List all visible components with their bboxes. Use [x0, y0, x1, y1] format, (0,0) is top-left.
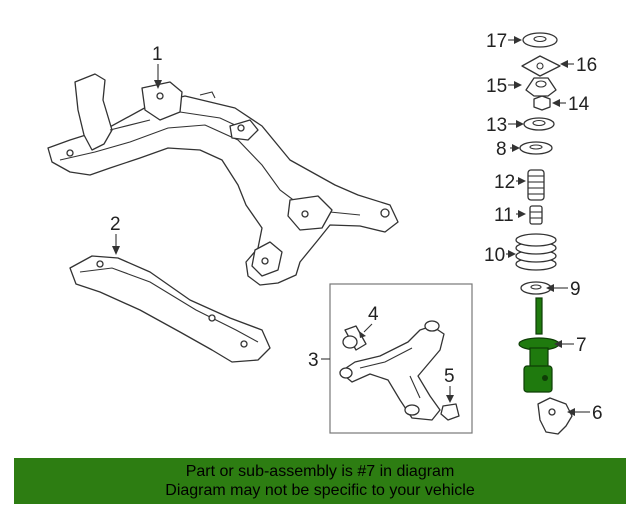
bushing[interactable]: [342, 325, 367, 351]
upper-mount[interactable]: [525, 77, 557, 97]
part-info-banner: Part or sub-assembly is #7 in diagram Di…: [14, 458, 626, 504]
callout-17-label: 17: [486, 31, 507, 52]
subframe-crossmember[interactable]: [47, 73, 399, 286]
coil-spring[interactable]: [515, 233, 557, 271]
callout-11-label: 11: [494, 205, 514, 226]
callout-5: 5: [444, 366, 455, 403]
callout-12-label: 12: [494, 172, 515, 193]
callout-10: 10: [484, 245, 516, 266]
callout-14: 14: [552, 94, 590, 115]
callout-14-label: 14: [568, 94, 590, 115]
callout-15: 15: [486, 76, 522, 97]
callout-12: 12: [494, 172, 526, 193]
lower-bracket-plate[interactable]: [69, 255, 271, 363]
strut-nut[interactable]: [533, 95, 551, 111]
callout-4-label: 4: [368, 304, 379, 325]
callout-11: 11: [494, 205, 526, 226]
callout-8: 8: [496, 139, 520, 160]
callout-1: 1: [152, 44, 163, 89]
upper-spring-seat[interactable]: [519, 141, 553, 155]
callout-3-label: 3: [308, 350, 319, 371]
callout-16: 16: [560, 55, 597, 76]
callout-13-label: 13: [486, 115, 507, 136]
callout-9-label: 9: [570, 279, 581, 300]
callout-5-label: 5: [444, 366, 455, 387]
banner-line-1: Part or sub-assembly is #7 in diagram: [185, 463, 455, 480]
callout-10-label: 10: [484, 245, 505, 266]
nut[interactable]: [440, 403, 460, 421]
callout-7: 7: [554, 335, 587, 356]
callout-9: 9: [546, 279, 581, 300]
parts-diagram: 1 2 3 4 5: [47, 31, 603, 435]
callout-8-label: 8: [496, 139, 507, 160]
callout-1-label: 1: [152, 44, 163, 65]
banner-line-2: Diagram may not be specific to your vehi…: [165, 482, 475, 499]
callout-3: 3: [308, 350, 330, 371]
control-arm[interactable]: [339, 320, 445, 421]
strut-assembly[interactable]: [518, 297, 560, 393]
mount-plate[interactable]: [521, 55, 561, 77]
callout-6-label: 6: [592, 403, 603, 424]
top-cap[interactable]: [522, 32, 558, 48]
callout-17: 17: [486, 31, 522, 52]
callout-6: 6: [567, 403, 603, 424]
callout-2: 2: [110, 214, 121, 255]
callout-13: 13: [486, 115, 524, 136]
callout-2-label: 2: [110, 214, 121, 235]
callout-4: 4: [359, 304, 379, 338]
callout-16-label: 16: [576, 55, 597, 76]
callout-7-label: 7: [576, 335, 587, 356]
knuckle-bracket[interactable]: [537, 397, 573, 435]
bearing[interactable]: [523, 117, 555, 131]
callout-15-label: 15: [486, 76, 507, 97]
dust-boot[interactable]: [527, 169, 545, 201]
bump-stop[interactable]: [529, 205, 543, 225]
